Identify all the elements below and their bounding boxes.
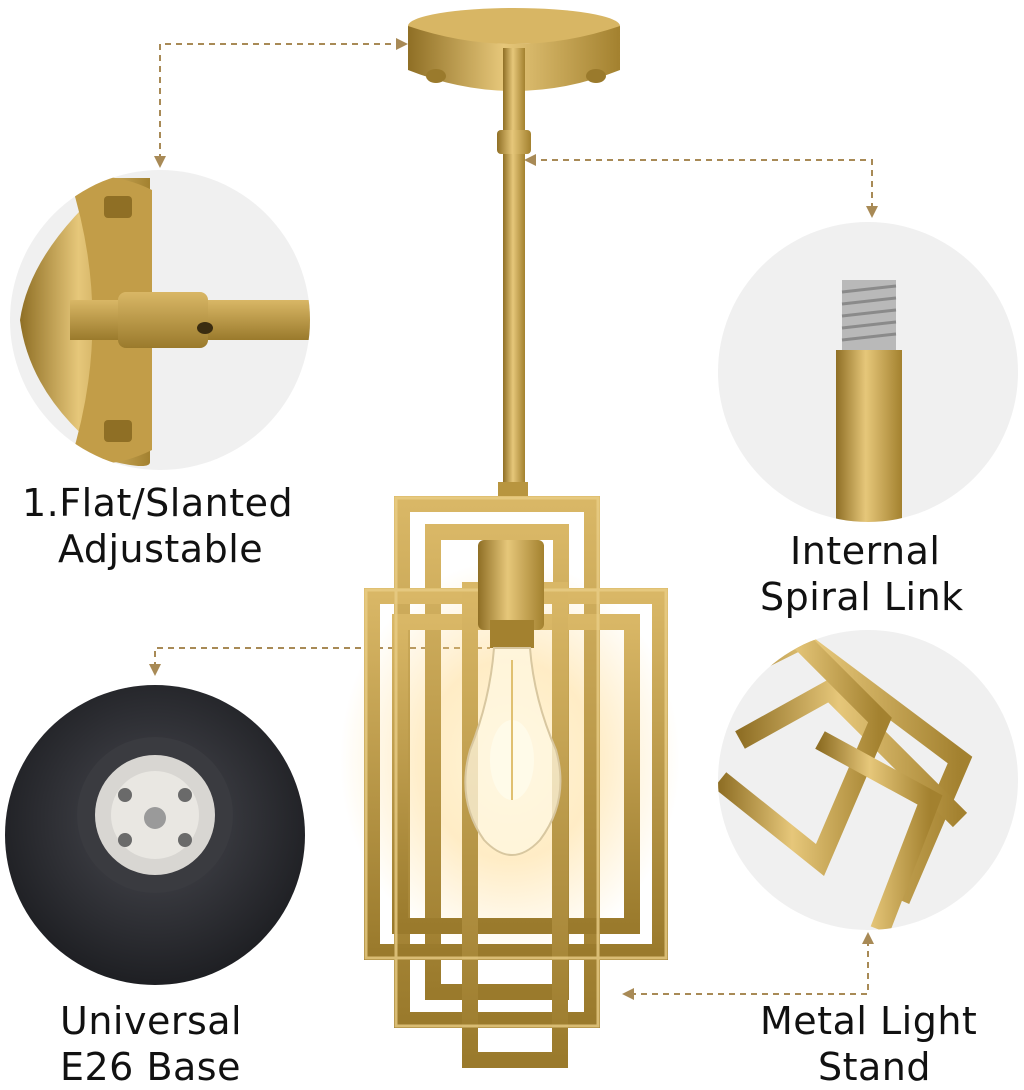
label-line: Metal Light	[760, 999, 978, 1043]
label-line: Adjustable	[58, 527, 264, 571]
label-flat-slanted: 1.Flat/Slanted Adjustable	[22, 480, 293, 572]
down-rod	[503, 48, 525, 498]
label-metal-stand: Metal Light Stand	[760, 998, 977, 1090]
label-line: Stand	[818, 1045, 932, 1089]
detail-e26-socket	[5, 685, 305, 985]
arrowhead-icon	[149, 664, 161, 676]
pendant-light	[340, 8, 680, 1068]
detail-metal-stand	[718, 630, 1018, 930]
arrowhead-icon	[866, 206, 878, 218]
arrowhead-icon	[524, 154, 536, 166]
label-line: 1.Flat/Slanted	[22, 481, 294, 525]
label-line: E26 Base	[60, 1045, 241, 1089]
label-line: Universal	[60, 999, 243, 1043]
label-line: Internal	[790, 529, 941, 573]
label-spiral-link: Internal Spiral Link	[760, 528, 964, 620]
arrowhead-icon	[396, 38, 408, 50]
arrowhead-icon	[622, 988, 634, 1000]
arrow-heads	[149, 38, 878, 1000]
arrow-spiral-link	[530, 159, 873, 210]
canopy	[408, 8, 620, 44]
bulb-socket	[478, 540, 544, 630]
label-e26-base: Universal E26 Base	[60, 998, 242, 1090]
label-line: Spiral Link	[760, 575, 964, 619]
arrow-canopy	[159, 43, 400, 160]
arrow-cage	[630, 940, 869, 995]
arrowhead-icon	[154, 156, 166, 168]
detail-spiral-link	[718, 222, 1018, 522]
arrowhead-icon	[862, 932, 874, 944]
detail-canopy	[10, 170, 310, 470]
